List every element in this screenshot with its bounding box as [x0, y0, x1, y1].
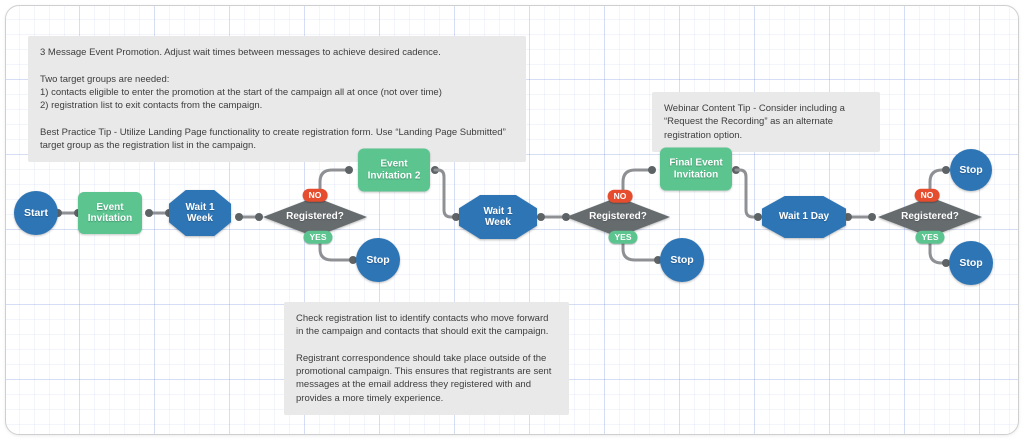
branch-no-badge-2[interactable]: NO: [607, 189, 633, 203]
node-wait-1-day[interactable]: Wait 1 Day: [762, 196, 846, 238]
wait-octagon: Wait 1 Day: [762, 196, 846, 238]
node-message-event-invitation-2[interactable]: Event Invitation 2: [358, 148, 430, 192]
node-stop-4[interactable]: Stop: [949, 241, 993, 285]
node-message-label: Event Invitation 2: [367, 158, 421, 182]
node-decision-label: Registered?: [901, 211, 959, 223]
node-stop-label: Stop: [959, 163, 983, 176]
branch-yes-badge-1[interactable]: YES: [303, 230, 333, 244]
connector-wait1-to-decision1: [235, 213, 263, 221]
node-stop-3[interactable]: Stop: [950, 149, 992, 191]
node-message-event-invitation[interactable]: Event Invitation: [78, 192, 142, 234]
branch-no-badge-3[interactable]: NO: [914, 188, 940, 202]
wait-octagon: Wait 1 Week: [169, 190, 231, 236]
node-start-label: Start: [24, 206, 48, 219]
node-stop-label: Stop: [959, 256, 983, 269]
note-registration-check[interactable]: Check registration list to identify cont…: [284, 302, 569, 416]
node-wait-1-week[interactable]: Wait 1 Week: [169, 190, 231, 236]
node-stop-2[interactable]: Stop: [660, 238, 704, 282]
connector-message3-to-wait3: [732, 166, 762, 221]
node-message-label: Final Event Invitation: [669, 157, 723, 181]
node-stop-1[interactable]: Stop: [356, 238, 400, 282]
connector-message2-to-wait2: [431, 166, 460, 221]
node-decision-registered-3[interactable]: Registered?: [878, 197, 982, 237]
node-wait-1-week-2[interactable]: Wait 1 Week: [459, 195, 537, 239]
node-stop-label: Stop: [366, 253, 390, 266]
node-start[interactable]: Start: [14, 191, 58, 235]
node-stop-label: Stop: [670, 253, 694, 266]
connector-wait3-to-decision3: [844, 213, 876, 221]
branch-yes-badge-2[interactable]: YES: [608, 230, 638, 244]
node-wait-label: Wait 1 Week: [185, 201, 215, 225]
note-campaign-overview[interactable]: 3 Message Event Promotion. Adjust wait t…: [28, 36, 526, 163]
campaign-canvas: 3 Message Event Promotion. Adjust wait t…: [5, 5, 1019, 435]
branch-no-badge-1[interactable]: NO: [302, 188, 328, 202]
node-decision-label: Registered?: [589, 211, 647, 223]
node-message-final-event-invitation[interactable]: Final Event Invitation: [660, 147, 732, 191]
node-decision-registered-1[interactable]: Registered?: [263, 197, 367, 237]
node-wait-label: Wait 1 Week: [483, 205, 513, 229]
node-decision-registered-2[interactable]: Registered?: [566, 197, 670, 237]
wait-octagon: Wait 1 Week: [459, 195, 537, 239]
node-decision-label: Registered?: [286, 211, 344, 223]
node-wait-label: Wait 1 Day: [778, 211, 830, 223]
note-webinar-tip[interactable]: Webinar Content Tip - Consider including…: [652, 92, 880, 152]
branch-yes-badge-3[interactable]: YES: [915, 230, 945, 244]
node-message-label: Event Invitation: [87, 201, 133, 225]
